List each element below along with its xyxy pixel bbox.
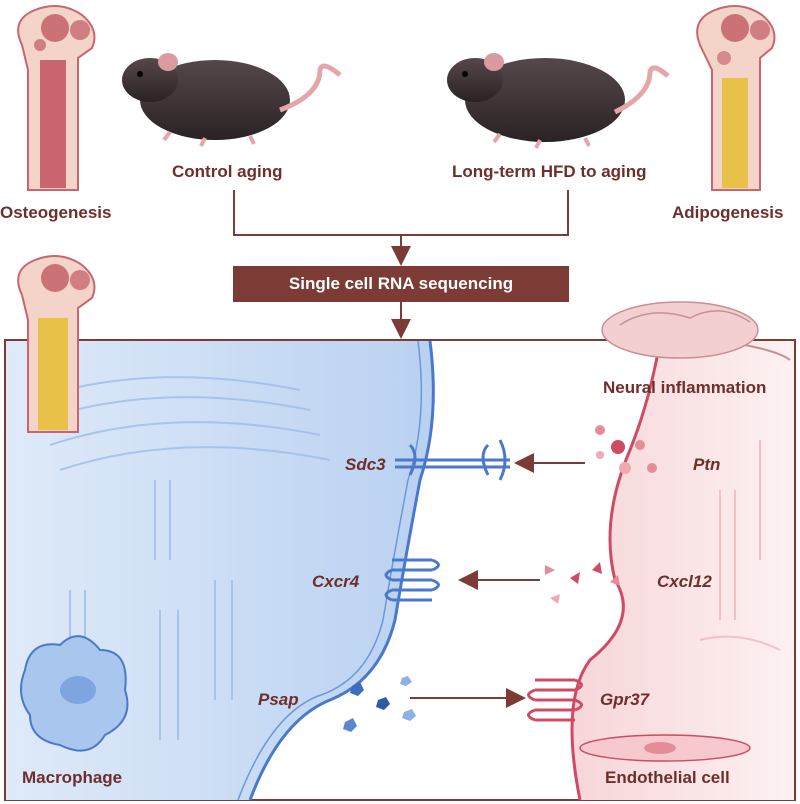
psap-ligands-icon: [343, 676, 416, 732]
osteogenesis-label: Osteogenesis: [0, 203, 112, 222]
endothelial-cell-label: Endothelial cell: [605, 768, 730, 787]
endothelial-cell-region: [572, 341, 794, 800]
gene-sdc3: Sdc3: [345, 455, 386, 474]
gene-ptn: Ptn: [693, 455, 721, 474]
rat-hfd-icon: [447, 53, 670, 149]
gene-psap: Psap: [258, 690, 299, 709]
sdc3-receptor-icon: [395, 439, 510, 481]
gene-cxcl12: Cxcl12: [657, 572, 712, 591]
rat-control-icon: [122, 53, 342, 147]
control-aging-label: Control aging: [172, 162, 283, 181]
gene-gpr37: Gpr37: [600, 690, 650, 709]
cxcr4-receptor-icon: [384, 558, 440, 602]
long-term-hfd-label: Long-term HFD to aging: [452, 162, 647, 181]
bone-aging-icon: [17, 255, 96, 433]
ptn-ligands-icon: [595, 425, 657, 474]
interaction-arrows: [410, 453, 585, 708]
brain-icon: [601, 301, 791, 361]
adipogenesis-label: Adipogenesis: [672, 203, 784, 222]
bone-osteogenesis-icon: [17, 5, 96, 191]
scrna-seq-banner: Single cell RNA sequencing: [233, 266, 569, 302]
macrophage-label: Macrophage: [22, 768, 123, 787]
macrophage-icon: [20, 635, 129, 752]
neural-inflammation-label: Neural inflammation: [603, 378, 767, 397]
gene-cxcr4: Cxcr4: [312, 572, 360, 591]
bone-adipogenesis-icon: [696, 5, 776, 191]
flow-connector: [233, 190, 569, 339]
gpr37-receptor-icon: [527, 678, 583, 722]
cxcl12-ligands-icon: [545, 562, 620, 604]
endothelial-icon: [579, 734, 751, 762]
